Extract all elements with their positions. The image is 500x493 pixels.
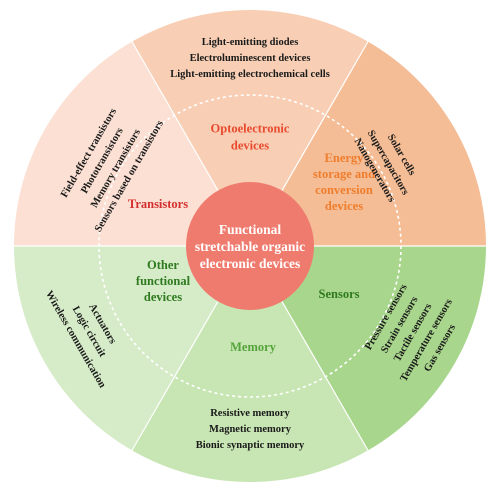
example-item: Magnetic memory: [209, 424, 292, 435]
category-memory: Memory: [230, 340, 277, 354]
dashed-inner-ring: [98, 94, 402, 398]
sector-sensors: [250, 246, 486, 451]
example-list-optoelectronic: Light-emitting diodesElectroluminescent …: [170, 37, 330, 80]
center-title: Functional stretchable organic electronic …: [195, 222, 305, 271]
center-circle: [186, 182, 314, 310]
category-sensors: Sensors: [319, 287, 360, 301]
sector-other: [14, 246, 250, 451]
example-item: Electroluminescent devices: [190, 53, 311, 64]
example-item: Resistive memory: [210, 408, 290, 419]
sector-energy: [250, 41, 486, 247]
sector-memory: [132, 246, 368, 482]
category-transistors: Transistors: [128, 197, 188, 211]
sector-transistors: [14, 41, 250, 247]
example-item: Bionic synaptic memory: [196, 440, 305, 451]
center-title-line: electronic devices: [200, 256, 301, 271]
example-item: Light-emitting diodes: [202, 37, 299, 48]
center-title-line: stretchable organic: [195, 239, 305, 254]
center-title-line: Functional: [219, 222, 282, 237]
sector-optoelectronic: [132, 10, 368, 247]
example-item: Light-emitting electrochemical cells: [170, 69, 330, 80]
